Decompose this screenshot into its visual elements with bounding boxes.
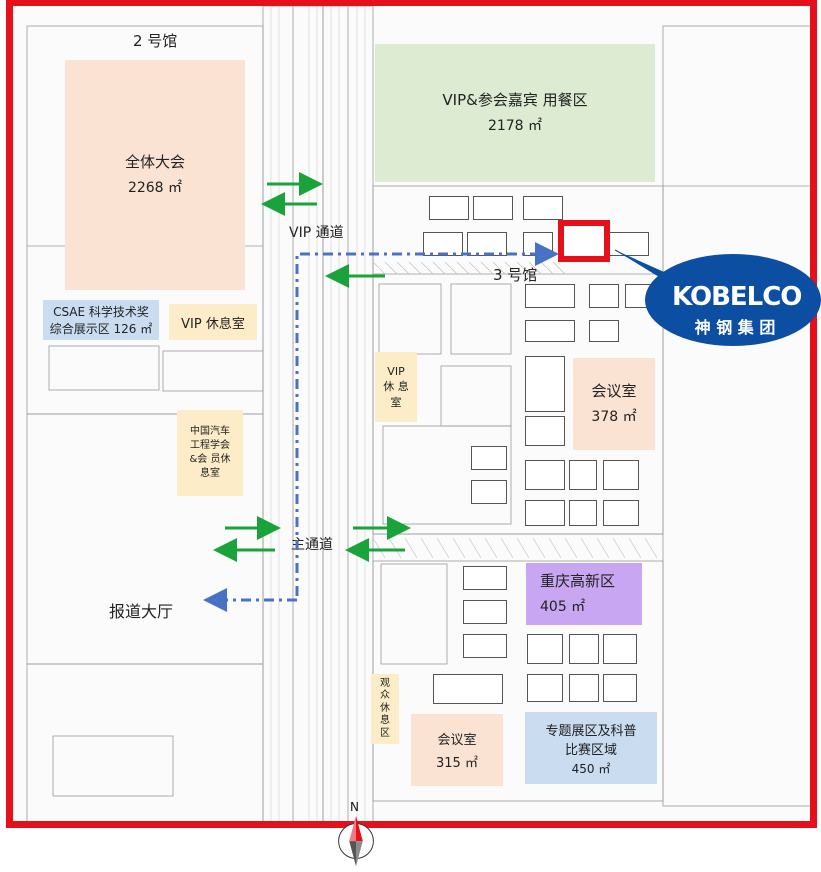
plenary-hall-area: 2268 ㎡: [127, 179, 183, 196]
csae-line1: CSAE 科学技术奖: [53, 305, 149, 319]
sae-lounge-line4: 息室: [200, 468, 220, 479]
chongqing-area: 405 ㎡: [540, 598, 586, 615]
floor-plan-frame: 2 号馆 3 号馆 全体大会 2268 ㎡ VIP&参会嘉宾 用餐区 2178 …: [6, 0, 817, 828]
vip-lounge-hall2-name: VIP 休息室: [181, 316, 245, 332]
booth: [433, 674, 503, 704]
booth: [429, 196, 469, 220]
plenary-hall-name: 全体大会: [124, 153, 185, 172]
chongqing-name: 重庆高新区: [540, 572, 616, 591]
hall-2-label: 2 号馆: [133, 32, 178, 50]
sae-lounge-line1: 中国汽车: [190, 426, 230, 437]
vip-lounge-hall3[interactable]: VIP 休 息 室: [375, 352, 417, 422]
booth: [463, 566, 507, 590]
booth: [525, 416, 565, 446]
topic-exhibition-area[interactable]: 专题展区及科普 比赛区域 450 ㎡: [525, 712, 657, 784]
booth: [603, 460, 639, 490]
kobelco-logo-icon: [615, 249, 821, 346]
vip-lounge-hall2[interactable]: VIP 休息室: [169, 304, 257, 340]
meeting-room-378-area: 378 ㎡: [591, 408, 637, 425]
booth: [589, 320, 619, 342]
meeting-room-378-name: 会议室: [591, 382, 637, 401]
vip-dining-name: VIP&参会嘉宾 用餐区: [442, 91, 588, 110]
booth: [603, 634, 637, 664]
route-arrows: [203, 172, 559, 612]
booth: [525, 284, 575, 308]
chongqing-hitech-zone[interactable]: 重庆高新区 405 ㎡: [526, 563, 642, 625]
booth: [569, 460, 597, 490]
vip-passage-label: VIP 通道: [289, 225, 344, 241]
press-hall-label: 报道大厅: [109, 602, 174, 621]
audience-lounge-line2: 众: [380, 690, 390, 702]
booth: [603, 674, 637, 702]
sae-member-lounge[interactable]: 中国汽车 工程学会 &会 员休 息室: [177, 410, 243, 496]
booth: [609, 232, 649, 256]
meeting-room-315-name: 会议室: [437, 733, 477, 748]
booth: [603, 500, 639, 526]
route-to-kobelco: [295, 242, 559, 596]
booth: [569, 634, 599, 664]
kobelco-booth[interactable]: [558, 220, 610, 262]
topic-line1: 专题展区及科普: [545, 723, 637, 739]
meeting-room-378[interactable]: 会议室 378 ㎡: [573, 358, 655, 450]
kobelco-brand-text: KOBELCO: [672, 282, 802, 312]
booth: [589, 284, 619, 308]
booth: [527, 674, 563, 702]
audience-lounge-line1: 观: [380, 677, 390, 689]
booth: [523, 196, 563, 220]
compass-north-label: N: [350, 800, 359, 814]
floor-plan-linework: [26, 6, 810, 821]
topic-line2: 比赛区域: [564, 742, 617, 758]
north-compass-icon: N: [336, 800, 376, 872]
booth: [471, 480, 507, 504]
meeting-room-315-area: 315 ㎡: [436, 756, 478, 771]
audience-lounge[interactable]: 观 众 休 息 区: [371, 674, 399, 744]
csae-line2: 综合展示区 126 ㎡: [49, 322, 153, 336]
vip-lounge-hall3-line3: 室: [390, 395, 402, 409]
booth: [525, 460, 565, 490]
booth: [463, 634, 507, 658]
kobelco-cn-text: 神 钢 集 团: [694, 318, 776, 337]
hall-3-label: 3 号馆: [493, 266, 538, 284]
sae-lounge-line3: &会 员休: [189, 454, 231, 465]
vip-lounge-hall3-line2: 休 息: [383, 379, 409, 393]
audience-lounge-line5: 区: [380, 727, 390, 739]
booth: [525, 356, 565, 412]
booth: [473, 196, 513, 220]
booth: [569, 674, 599, 702]
vip-dining-area-size: 2178 ㎡: [487, 117, 543, 134]
booth: [569, 500, 597, 526]
vip-dining-area[interactable]: VIP&参会嘉宾 用餐区 2178 ㎡: [375, 44, 655, 182]
booth: [463, 600, 507, 624]
plenary-hall[interactable]: 全体大会 2268 ㎡: [65, 60, 245, 290]
audience-lounge-line4: 息: [380, 715, 390, 727]
audience-lounge-line3: 休: [380, 702, 390, 714]
booth: [471, 446, 507, 470]
sae-lounge-line2: 工程学会: [190, 440, 230, 451]
booth: [525, 500, 565, 526]
vip-lounge-hall3-line1: VIP: [387, 364, 405, 378]
booth: [525, 320, 575, 342]
main-passage-label: 主通道: [291, 537, 333, 553]
booth: [527, 634, 563, 664]
meeting-room-315[interactable]: 会议室 315 ㎡: [411, 714, 503, 786]
topic-area: 450 ㎡: [571, 761, 611, 776]
csae-exhibition-area[interactable]: CSAE 科学技术奖 综合展示区 126 ㎡: [43, 300, 159, 340]
